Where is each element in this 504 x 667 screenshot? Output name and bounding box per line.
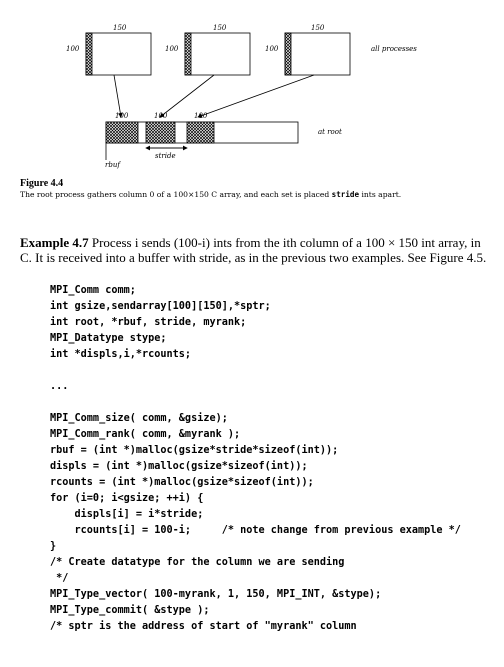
height-label: 100 xyxy=(265,45,279,53)
buffer-count-label: 100 xyxy=(154,112,168,120)
gather-arrow xyxy=(159,74,215,118)
example-paragraph: Example 4.7 Process i sends (100-i) ints… xyxy=(20,235,490,265)
gather-arrow xyxy=(197,74,315,118)
process-array-2 xyxy=(284,32,351,76)
code-line: int gsize,sendarray[100][150],*sptr; xyxy=(50,301,271,312)
code-line: rcounts[i] = 100-i; /* note change from … xyxy=(50,525,461,536)
caption-text: The root process gathers column 0 of a 1… xyxy=(20,190,332,199)
code-line: rcounts = (int *)malloc(gsize*sizeof(int… xyxy=(50,477,314,488)
code-line: /* sptr is the address of start of "myra… xyxy=(50,621,357,632)
caption-text-end: ints apart. xyxy=(359,190,402,199)
column-0-block xyxy=(184,32,192,76)
process-array-1 xyxy=(184,32,251,76)
column-0-block xyxy=(85,32,93,76)
caption-code: stride xyxy=(331,190,360,199)
code-line: MPI_Type_vector( 100-myrank, 1, 150, MPI… xyxy=(50,589,382,600)
at-root-label: at root xyxy=(318,128,342,136)
example-text: Process i sends (100-i) ints from the it… xyxy=(20,235,487,265)
code-line: } xyxy=(50,541,57,552)
code-line: */ xyxy=(50,573,69,584)
column-0-block xyxy=(284,32,292,76)
code-line: MPI_Type_commit( &stype ); xyxy=(50,605,210,616)
figure-4-4: 150 150 150 100 100 100 all processes 10… xyxy=(0,0,504,215)
buffer-block xyxy=(145,121,176,144)
code-line xyxy=(50,395,461,411)
code-line: ... xyxy=(50,381,69,392)
gather-arrow xyxy=(113,74,123,118)
figure-caption-title: Figure 4.4 xyxy=(20,178,64,189)
code-line: int *displs,i,*rcounts; xyxy=(50,349,192,360)
code-line xyxy=(50,363,461,379)
code-line: MPI_Comm comm; xyxy=(50,285,136,296)
code-line: MPI_Comm_size( comm, &gsize); xyxy=(50,413,228,424)
code-listing: MPI_Comm comm; int gsize,sendarray[100][1… xyxy=(50,283,461,635)
all-processes-label: all processes xyxy=(371,45,417,53)
process-array-0 xyxy=(85,32,152,76)
buffer-count-label: 100 xyxy=(194,112,208,120)
code-line: displs = (int *)malloc(gsize*sizeof(int)… xyxy=(50,461,308,472)
buffer-block xyxy=(105,121,139,144)
code-line: for (i=0; i<gsize; ++i) { xyxy=(50,493,204,504)
code-line: int root, *rbuf, stride, myrank; xyxy=(50,317,247,328)
width-label: 150 xyxy=(113,24,127,32)
figure-caption: The root process gathers column 0 of a 1… xyxy=(20,190,490,200)
gather-diagram xyxy=(85,32,351,160)
stride-label: stride xyxy=(155,152,176,160)
rbuf-label: rbuf xyxy=(105,161,120,169)
buffer-block xyxy=(186,121,215,144)
code-line: /* Create datatype for the column we are… xyxy=(50,557,345,568)
code-line: rbuf = (int *)malloc(gsize*stride*sizeof… xyxy=(50,445,339,456)
example-label: Example 4.7 xyxy=(20,235,89,250)
code-line: MPI_Comm_rank( comm, &myrank ); xyxy=(50,429,241,440)
code-line: displs[i] = i*stride; xyxy=(50,509,204,520)
buffer-count-label: 100 xyxy=(115,112,129,120)
height-label: 100 xyxy=(165,45,179,53)
height-label: 100 xyxy=(66,45,80,53)
width-label: 150 xyxy=(213,24,227,32)
root-buffer xyxy=(105,121,299,144)
code-line: MPI_Datatype stype; xyxy=(50,333,167,344)
width-label: 150 xyxy=(311,24,325,32)
